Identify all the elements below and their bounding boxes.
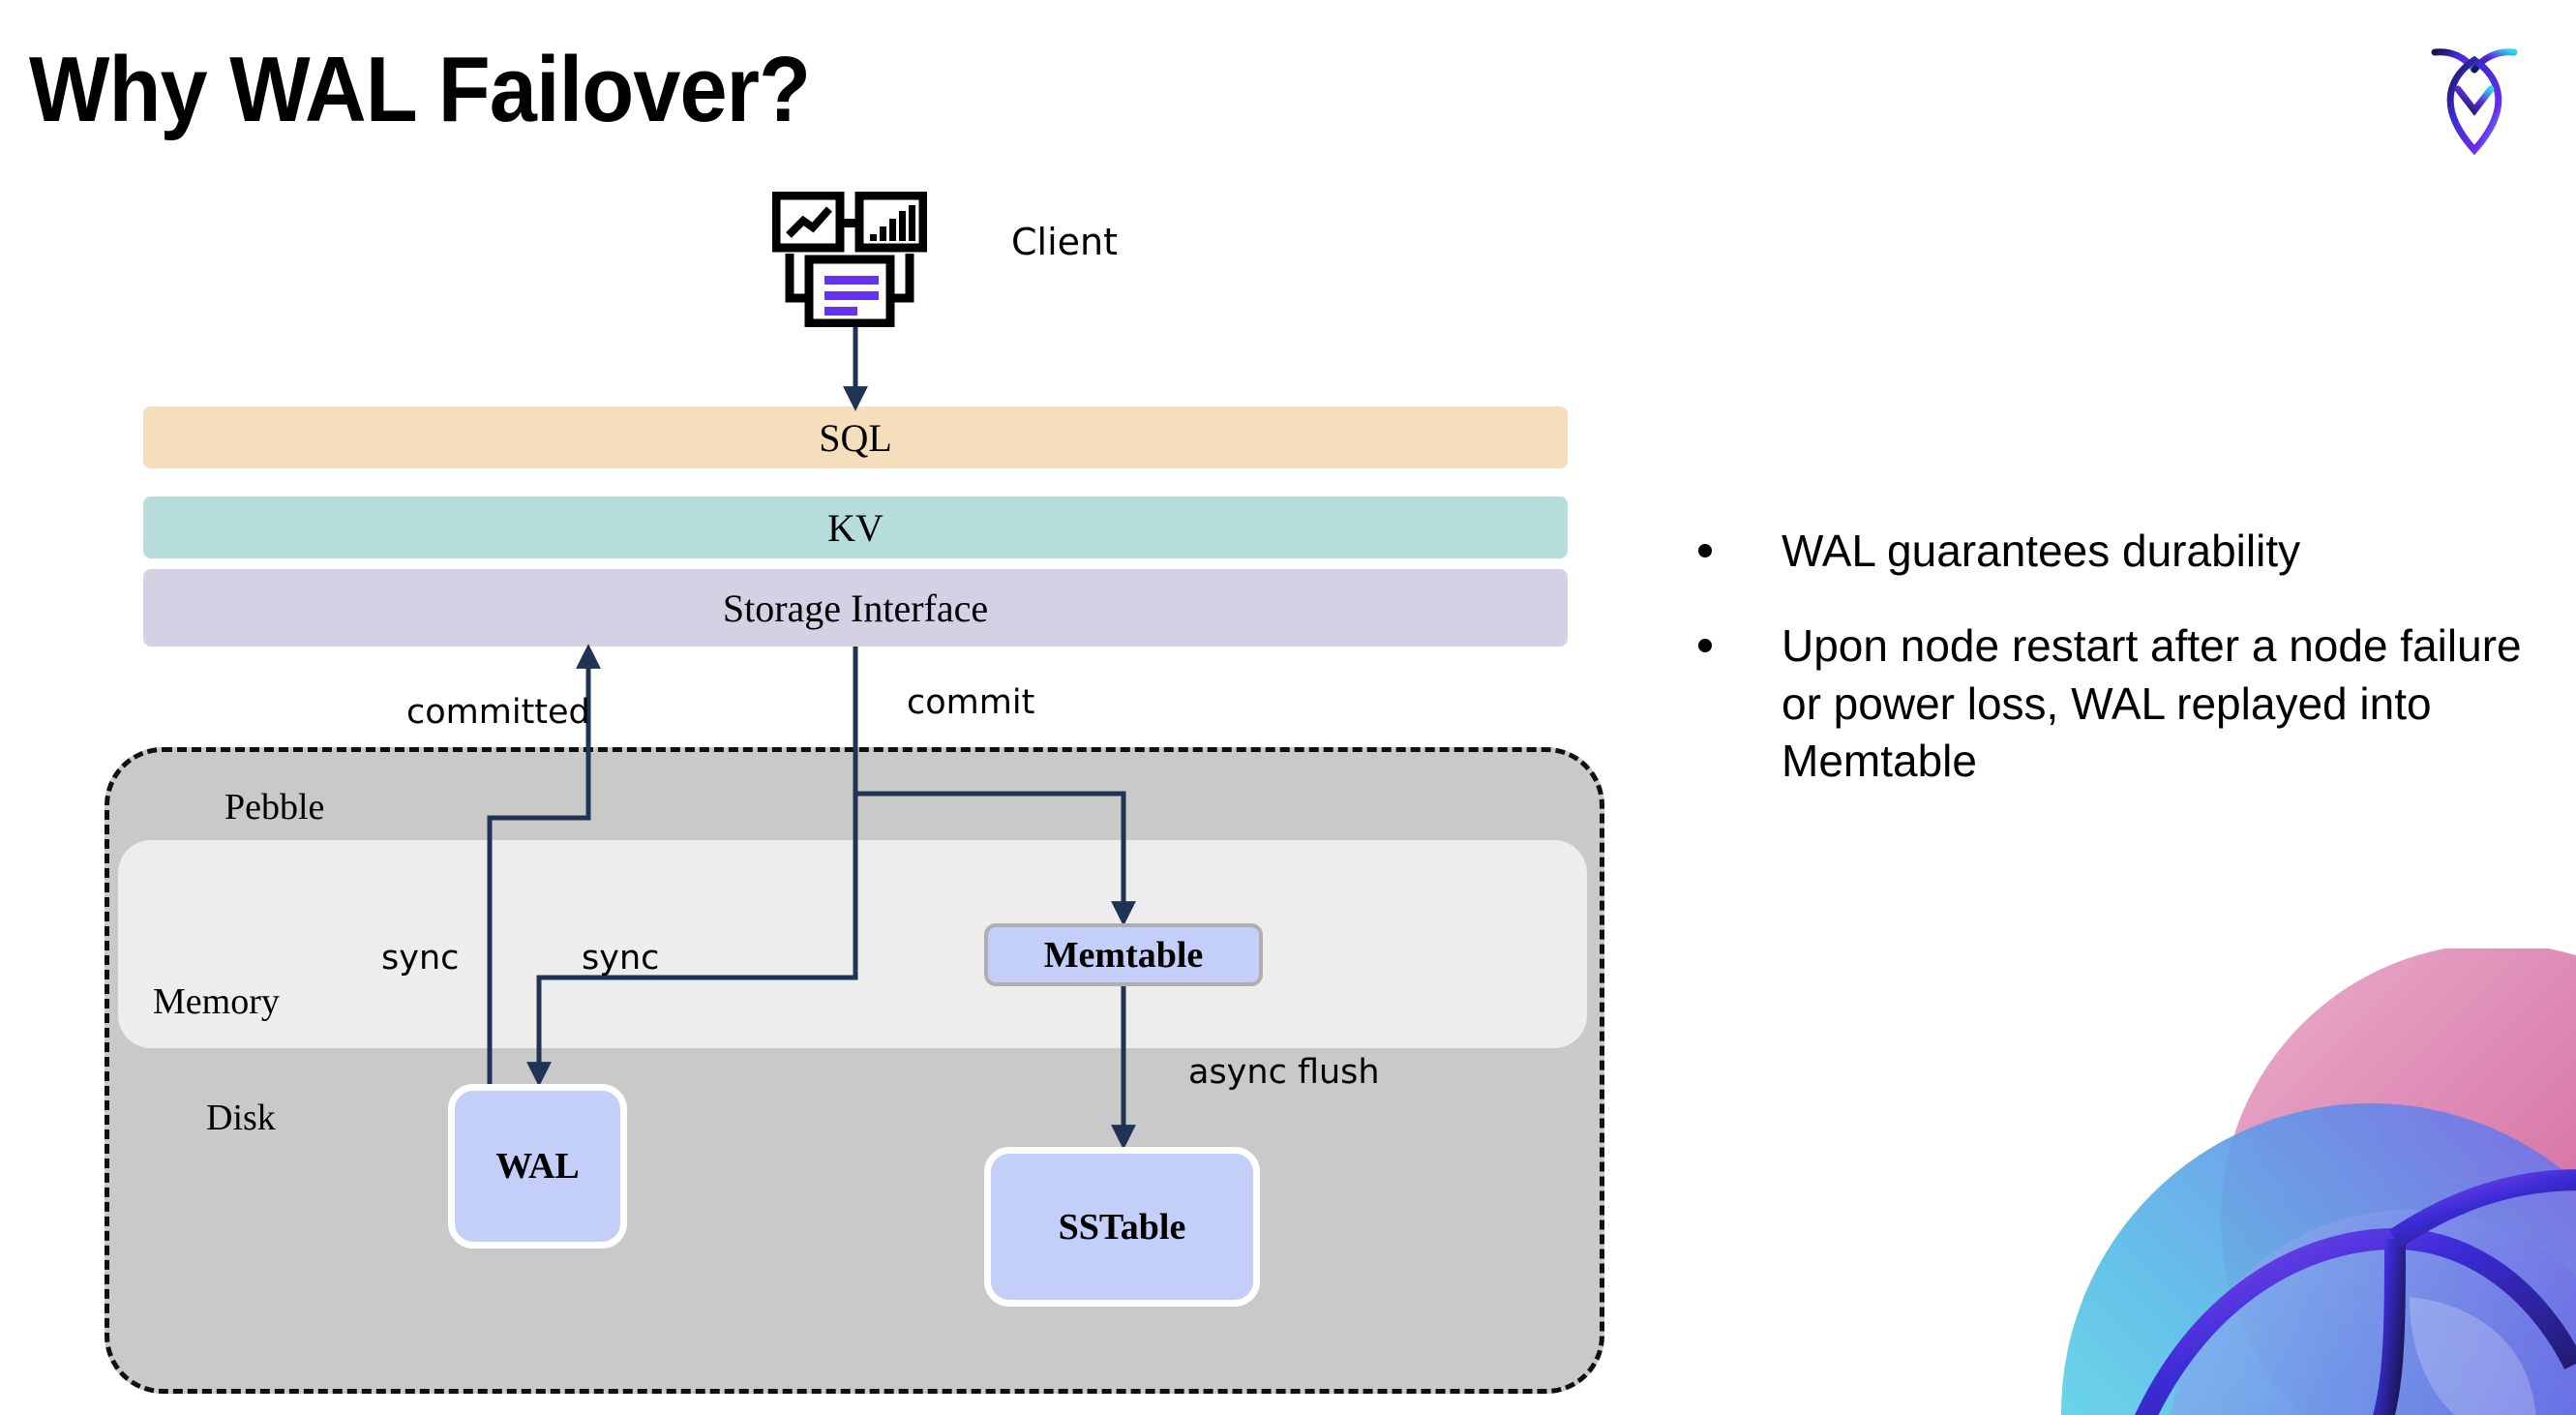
memory-label: Memory <box>153 981 280 1022</box>
layer-bar-kv: KV <box>143 497 1568 558</box>
node-sstable: SSTable <box>984 1147 1260 1307</box>
layer-label-storage-interface: Storage Interface <box>722 586 989 630</box>
bullet-text: Upon node restart after a node failure o… <box>1782 619 2522 787</box>
client-dashboard-icon <box>771 191 928 328</box>
layer-label-kv: KV <box>827 505 884 550</box>
edge-label-committed: committed <box>406 693 590 732</box>
page-title: Why WAL Failover? <box>29 38 811 141</box>
node-memtable: Memtable <box>984 923 1263 986</box>
bullet-list: WAL guarantees durability Upon node rest… <box>1698 523 2531 828</box>
edge-label-async-flush: async flush <box>1188 1053 1380 1092</box>
node-label-memtable: Memtable <box>1043 934 1204 976</box>
node-label-sstable: SSTable <box>1058 1206 1186 1248</box>
list-item: WAL guarantees durability <box>1698 523 2531 581</box>
bullet-dot-icon <box>1698 544 1712 557</box>
layer-label-sql: SQL <box>819 415 892 460</box>
client-label: Client <box>1011 221 1119 263</box>
disk-label: Disk <box>206 1098 276 1138</box>
bullet-text: WAL guarantees durability <box>1782 526 2301 576</box>
pebble-label: Pebble <box>225 787 325 828</box>
memory-container <box>118 840 1587 1048</box>
decorative-brand-mark <box>1955 948 2576 1415</box>
edge-label-commit: commit <box>907 683 1035 722</box>
edge-label-sync-left: sync <box>381 939 460 978</box>
node-wal: WAL <box>448 1084 627 1249</box>
layer-bar-storage-interface: Storage Interface <box>143 569 1568 647</box>
edge-label-sync-right: sync <box>582 939 660 978</box>
cockroachdb-logo <box>2402 21 2547 166</box>
bullet-dot-icon <box>1698 638 1712 652</box>
list-item: Upon node restart after a node failure o… <box>1698 617 2531 791</box>
node-label-wal: WAL <box>495 1146 580 1187</box>
layer-bar-sql: SQL <box>143 406 1568 468</box>
